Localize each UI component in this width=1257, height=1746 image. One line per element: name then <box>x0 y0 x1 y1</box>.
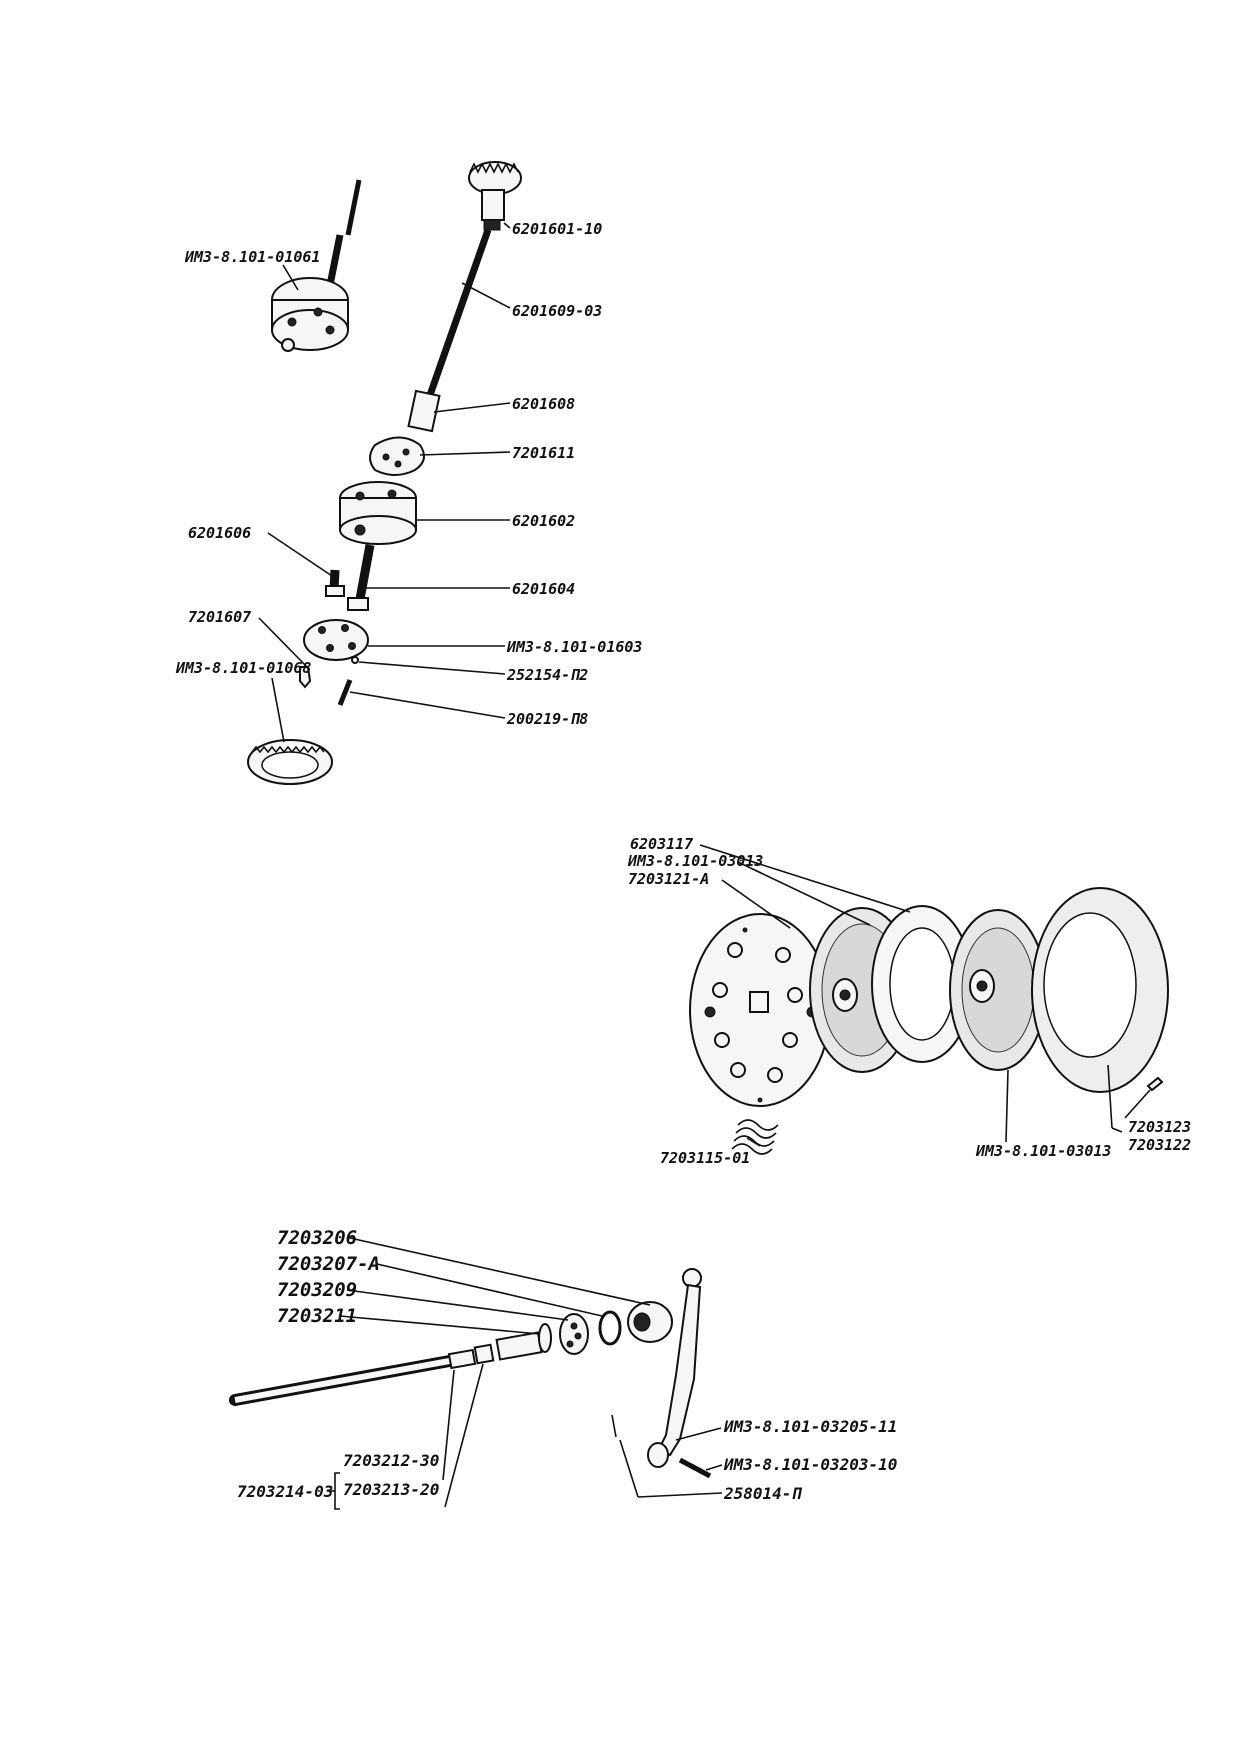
bearing-ring-drawing <box>598 1310 622 1346</box>
gasket-drawing <box>369 436 425 476</box>
label-plate: ИМЗ-8.101-01603 <box>506 638 642 656</box>
release-rod-drawing <box>229 1343 495 1406</box>
bearing-housing-drawing <box>627 1301 673 1343</box>
label-pin-left: 6201606 <box>188 524 251 542</box>
label-ring-gear: ИМЗ-8.101-01068 <box>175 659 311 677</box>
sleeve-drawing <box>407 389 441 433</box>
screw-drawing <box>337 679 353 706</box>
label-gear: 6201601-10 <box>512 220 602 238</box>
lever-pin-drawing <box>678 1457 712 1479</box>
plate-drawing <box>303 619 369 661</box>
washer-drawing <box>351 656 359 664</box>
bearing-drawing <box>559 1313 589 1355</box>
label-cover-plate: 7203122 <box>1128 1136 1191 1154</box>
bushing-drawing <box>495 1323 552 1361</box>
label-screw: 200219-П8 <box>506 710 588 728</box>
pressure-plate-drawing <box>689 913 831 1107</box>
pump-housing-top-drawing <box>271 179 362 352</box>
pump-assembly: ИМЗ-8.101-01061 6201601-10 6201609-03 62… <box>175 161 642 785</box>
label-group: 7203214-03 <box>237 1482 333 1501</box>
label-bearing-housing: 7203206 <box>277 1227 357 1249</box>
gear-drawing <box>468 161 522 231</box>
label-lever: ИМЗ-8.101-03205-11 <box>723 1417 897 1436</box>
pins-drawing <box>325 544 375 611</box>
label-cover-screw: 7203123 <box>1128 1118 1191 1136</box>
label-ring-top: 6203117 <box>630 835 693 853</box>
label-pump-housing-top: ИМЗ-8.101-01061 <box>184 248 320 266</box>
label-bearing-ring: 7203207-А <box>277 1253 380 1275</box>
label-pressure-plate: 7203121-А <box>628 870 709 888</box>
label-pump-body: 6201602 <box>512 512 575 530</box>
cover-screw-drawing <box>1146 1076 1164 1092</box>
clutch-assembly: 6203117 ИМЗ-8.101-03013 7203121-А 720311… <box>627 835 1191 1167</box>
spring-drawing <box>731 1119 779 1155</box>
label-shaft: 6201609-03 <box>512 302 602 320</box>
label-pin-right: 6201604 <box>512 580 575 598</box>
label-washer: 252154-П2 <box>506 666 588 684</box>
ring-gear-drawing <box>247 739 333 785</box>
release-assembly: 7203206 7203207-А 7203209 7203211 720321… <box>229 1227 897 1510</box>
label-disc-friction-top: ИМЗ-8.101-03013 <box>627 852 763 870</box>
label-plug: 7201607 <box>188 608 251 626</box>
ring-drawing <box>871 905 973 1063</box>
cover-plate-drawing <box>1031 887 1169 1093</box>
label-rod-part-a: 7203212-30 <box>343 1451 439 1470</box>
lever-drawing <box>647 1268 702 1468</box>
label-cotter: 258014-П <box>723 1484 802 1503</box>
label-lever-pin: ИМЗ-8.101-03203-10 <box>723 1455 897 1474</box>
pump-body-drawing <box>339 481 417 545</box>
label-spring: 7203115-01 <box>660 1149 750 1167</box>
label-bushing: 7203211 <box>277 1305 357 1327</box>
label-rod-part-b: 7203213-20 <box>343 1480 439 1499</box>
label-disc-friction-bottom: ИМЗ-8.101-03013 <box>975 1142 1111 1160</box>
friction-disc-bottom-drawing <box>949 909 1047 1071</box>
cotter-drawing <box>611 1414 617 1438</box>
label-bearing: 7203209 <box>277 1279 357 1301</box>
label-gasket: 7201611 <box>512 444 575 462</box>
shaft-drawing <box>426 228 492 397</box>
label-sleeve: 6201608 <box>512 395 575 413</box>
